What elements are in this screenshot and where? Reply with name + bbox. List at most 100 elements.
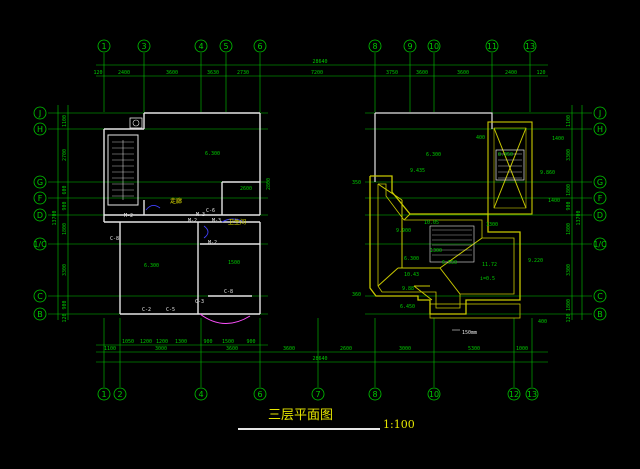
axis-label-left: J	[38, 109, 41, 118]
dim-left-chain: 120	[62, 313, 68, 322]
axis-label-top: 9	[407, 42, 412, 51]
left-note-wc: 卫生间	[228, 218, 246, 226]
door-swing-wc	[221, 218, 245, 223]
dim-right-total: 13700	[576, 210, 582, 225]
axis-bubble-right	[593, 106, 607, 120]
axis-bubble-right	[593, 237, 607, 251]
dim-right-chain: 1800	[566, 223, 572, 235]
roof-hip	[413, 285, 433, 301]
dim-right-chain: 1800	[566, 299, 572, 311]
roof-eave-outer	[369, 175, 521, 315]
dim-bottom-chain: 1000	[516, 346, 528, 352]
dim-left-chain: 600	[62, 185, 68, 194]
dim-bottom-chain: 3000	[399, 346, 411, 352]
dim-bottom-small: 900	[203, 339, 212, 345]
axis-label-top: 6	[257, 42, 262, 51]
dim-right-chain: 120	[566, 313, 572, 322]
right-small-dim: 1400	[548, 198, 560, 204]
dim-left-total: 13700	[52, 210, 58, 225]
axis-bubble-top	[485, 39, 499, 53]
axis-bubble-left	[33, 237, 47, 251]
axis-label-top: 1	[101, 42, 106, 51]
axis-label-top: 10	[429, 42, 439, 51]
right-small-dim: 1300	[486, 222, 498, 228]
right-level: 6.300	[404, 256, 419, 262]
axis-label-left: F	[38, 194, 43, 203]
roof-eave-inner	[377, 183, 515, 309]
axis-bubble-top	[427, 39, 441, 53]
axis-bubble-bottom	[507, 387, 521, 401]
roof-outline-top	[375, 112, 493, 129]
axis-bubble-right	[593, 191, 607, 205]
stair-tower-core	[495, 149, 525, 181]
dim-bottom-chain: 3000	[155, 346, 167, 352]
right-small-dim: 350	[352, 180, 361, 186]
door-swing-stair	[145, 205, 161, 211]
axis-label-bottom: 13	[527, 390, 537, 399]
stair-tower-outline	[487, 121, 533, 215]
dim-top-chain: 3750	[386, 70, 398, 76]
left-plan-mark: M-2	[208, 240, 217, 246]
dim-bottom-small: 1200	[140, 339, 152, 345]
left-level-upper: 6.300	[205, 151, 220, 157]
axis-label-bottom: 7	[315, 390, 320, 399]
dim-left-chain: 2700	[62, 149, 68, 161]
dim-top-chain: 2730	[237, 70, 249, 76]
left-note-d: 2600	[240, 186, 252, 192]
left-note-c: 2800	[266, 178, 272, 190]
right-level: 11.72	[482, 262, 497, 268]
right-small-dim: 1400	[552, 136, 564, 142]
left-plan-mark: M-3	[212, 218, 221, 224]
left-plan-mark: M-3	[196, 212, 205, 218]
axis-label-top: 8	[372, 42, 377, 51]
axis-bubble-left	[33, 208, 47, 222]
axis-label-top: 13	[525, 42, 535, 51]
axis-label-bottom: 2	[117, 390, 122, 399]
drawing-title: 三层平面图	[268, 408, 333, 423]
axis-label-top: 5	[223, 42, 228, 51]
left-plan-mark: C-6	[206, 208, 215, 214]
right-level: 6.450	[400, 304, 415, 310]
door-swing-small	[203, 225, 209, 239]
balcony-rail	[429, 303, 521, 319]
dim-left-chain: 1100	[62, 115, 68, 127]
axis-bubble-left	[33, 191, 47, 205]
roof-hip	[377, 183, 403, 201]
roof-hip	[377, 267, 399, 287]
dim-bottom-small: 1500	[222, 339, 234, 345]
dim-right-chain: 3300	[566, 264, 572, 276]
axis-bubble-left	[33, 122, 47, 136]
axis-label-right: J	[598, 109, 601, 118]
axis-label-bottom: 8	[372, 390, 377, 399]
stair-enclosure	[107, 134, 139, 206]
right-level: 9.900	[396, 228, 411, 234]
dim-top-chain: 7200	[311, 70, 323, 76]
dim-bottom-chain: 3600	[226, 346, 238, 352]
axis-label-right: H	[597, 125, 603, 134]
dim-bottom-chain: 5300	[468, 346, 480, 352]
axis-bubble-top	[368, 39, 382, 53]
right-small-dim: 400	[476, 135, 485, 141]
axis-label-bottom: 6	[257, 390, 262, 399]
right-plan-roof	[369, 112, 533, 319]
axis-label-bottom: 12	[509, 390, 519, 399]
axis-bubble-left	[33, 289, 47, 303]
chimney-flue	[132, 119, 140, 127]
dim-right-chain: 3300	[566, 149, 572, 161]
axis-bubble-bottom	[253, 387, 267, 401]
dim-top-chain: 3600	[166, 70, 178, 76]
axis-label-left: H	[37, 125, 43, 134]
dim-top-chain: 3600	[416, 70, 428, 76]
axis-label-right: C	[597, 292, 603, 301]
door-swing-main	[199, 313, 251, 324]
axis-bubble-top	[137, 39, 151, 53]
dim-top-edge-left: 120	[93, 70, 102, 76]
dim-bottom-small: 900	[246, 339, 255, 345]
right-level: 10.05	[424, 220, 439, 226]
axis-label-right: 1/C	[593, 240, 607, 249]
dim-left-chain: 900	[62, 300, 68, 309]
dim-left-chain: 900	[62, 201, 68, 210]
dim-right-chain: 900	[566, 201, 572, 210]
right-level: 6.550	[442, 260, 457, 266]
